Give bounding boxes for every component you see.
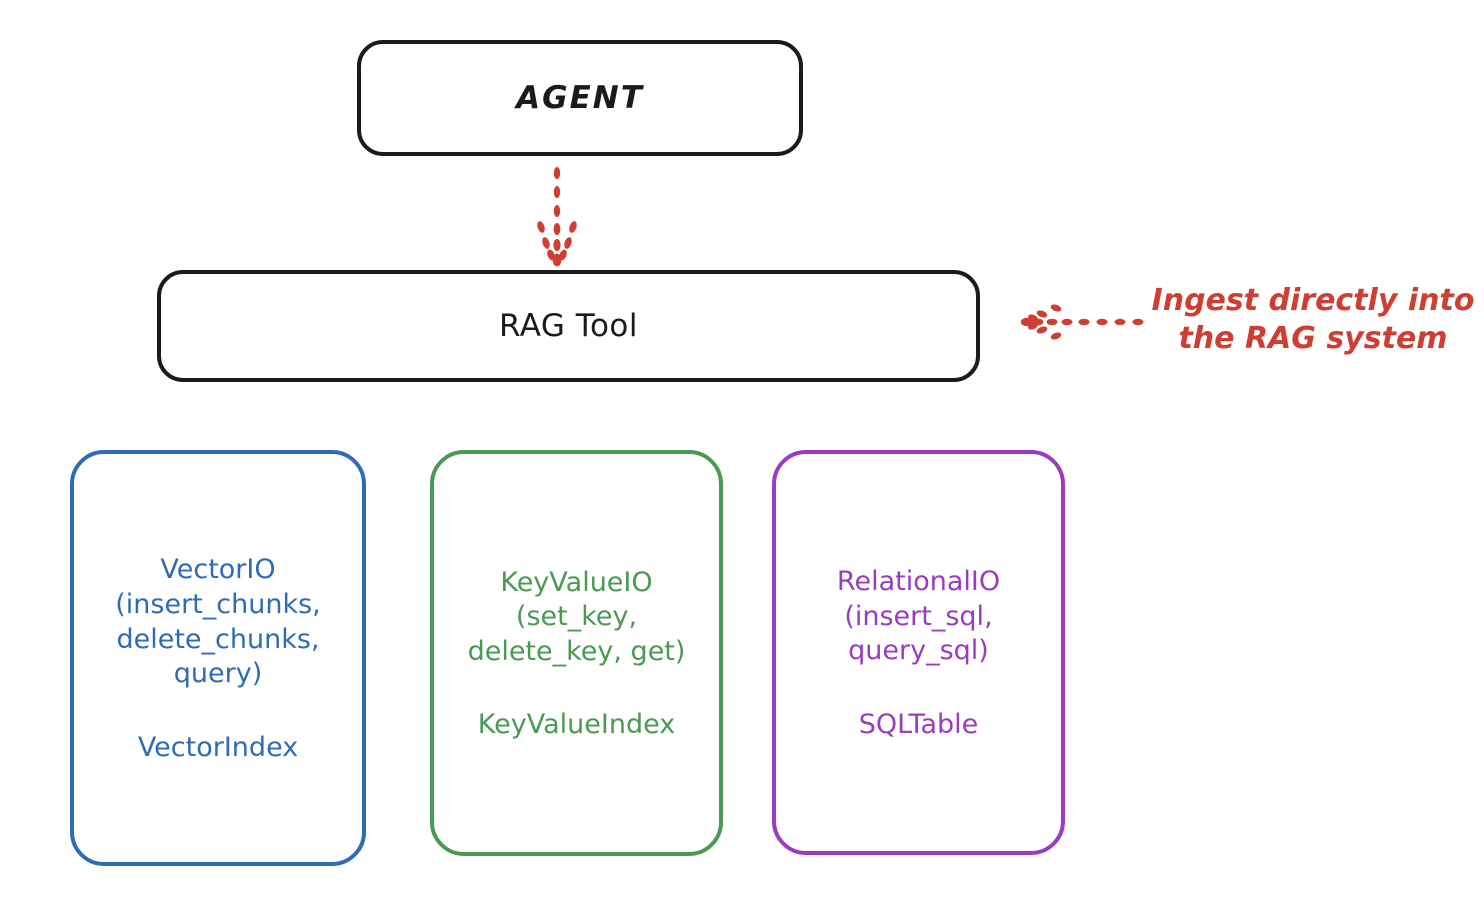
node-relational-io-api: RelationalIO (insert_sql, query_sql) <box>836 566 1001 667</box>
node-vector-io[interactable]: VectorIO (insert_chunks, delete_chunks, … <box>70 450 366 866</box>
node-rag-tool-label: RAG Tool <box>498 308 639 344</box>
node-relational-io[interactable]: RelationalIO (insert_sql, query_sql) SQL… <box>772 450 1065 855</box>
node-vector-io-api: VectorIO (insert_chunks, delete_chunks, … <box>115 554 321 690</box>
node-key-value-io[interactable]: KeyValueIO (set_key, delete_key, get) Ke… <box>430 450 723 856</box>
node-key-value-io-index: KeyValueIndex <box>477 709 676 741</box>
node-rag-tool[interactable]: RAG Tool <box>157 270 980 382</box>
node-key-value-io-api: KeyValueIO (set_key, delete_key, get) <box>467 566 686 667</box>
annotation-ingest: Ingest directly into the RAG system <box>1151 283 1475 357</box>
edge-agent-to-rag-tool <box>537 167 577 267</box>
edge-ingest-to-rag-tool <box>1020 304 1144 340</box>
node-vector-io-index: VectorIndex <box>137 731 299 763</box>
node-agent-label: AGENT <box>516 80 644 116</box>
node-relational-io-index: SQLTable <box>858 708 979 740</box>
node-agent[interactable]: AGENT <box>357 40 803 156</box>
